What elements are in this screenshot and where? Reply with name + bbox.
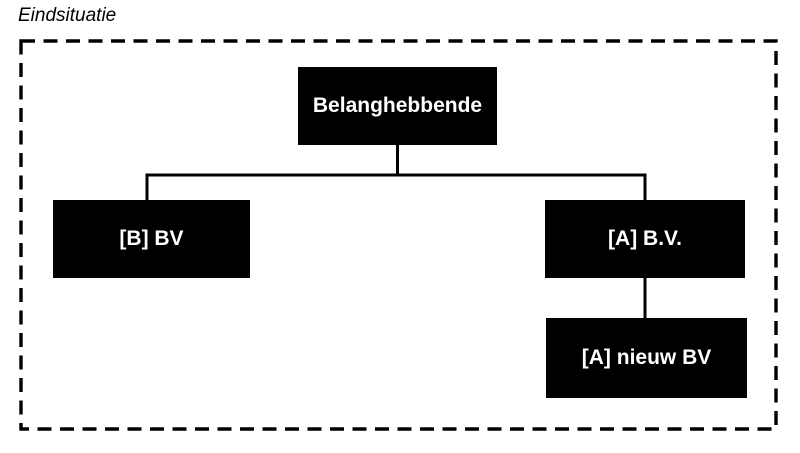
node-a-nieuw-bv-label: [A] nieuw BV <box>581 346 712 369</box>
diagram-title: Eindsituatie <box>18 5 117 26</box>
dashed-border <box>19 39 778 431</box>
node-a-bv: [A] B.V. <box>545 200 745 278</box>
node-b-bv-label: [B] BV <box>119 227 184 250</box>
node-a-bv-label: [A] B.V. <box>608 227 682 250</box>
node-belanghebbende-label: Belanghebbende <box>312 94 483 117</box>
node-b-bv: [B] BV <box>53 200 250 278</box>
node-a-nieuw-bv: [A] nieuw BV <box>546 318 747 398</box>
node-belanghebbende: Belanghebbende <box>298 67 497 145</box>
